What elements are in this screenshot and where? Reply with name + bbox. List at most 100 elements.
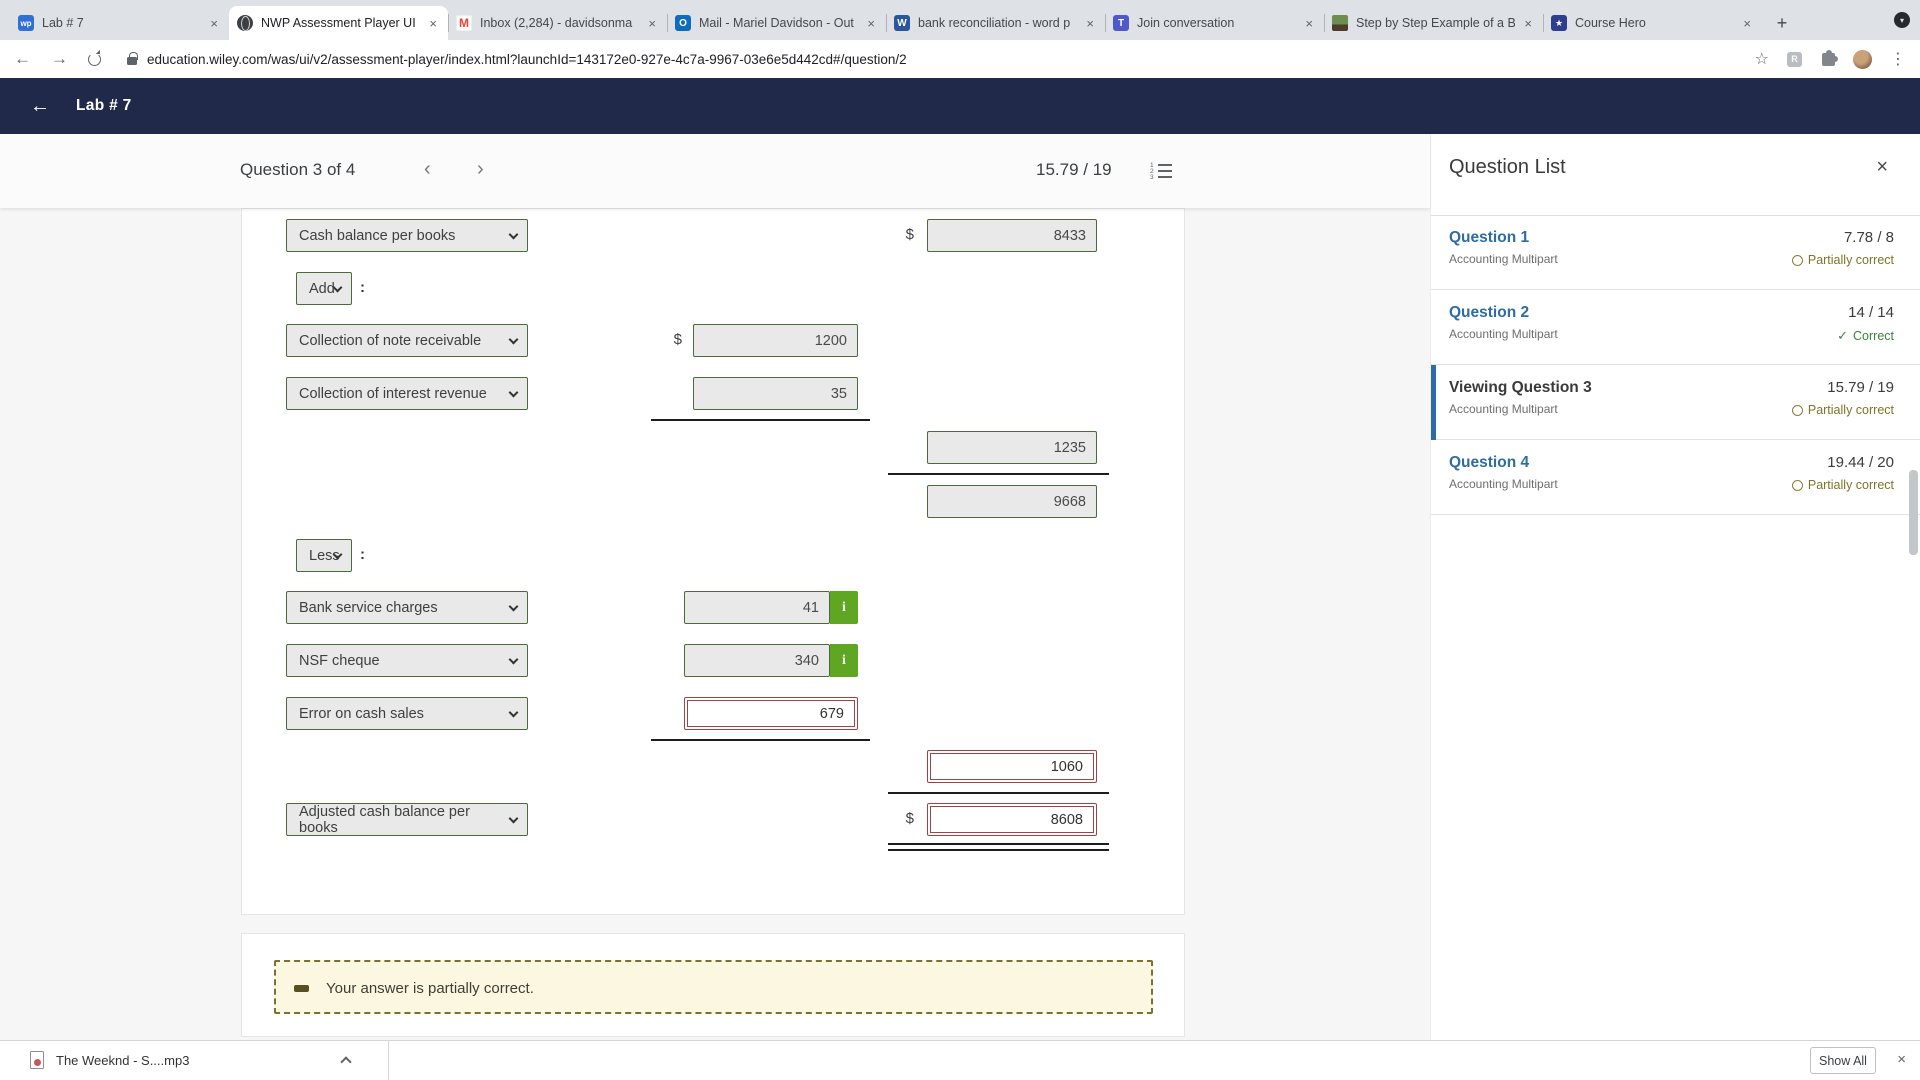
reload-icon[interactable] xyxy=(88,52,101,66)
currency-symbol: $ xyxy=(905,226,914,243)
ssl-lock-icon[interactable] xyxy=(127,52,138,65)
divider xyxy=(1431,215,1920,216)
select-label: Less xyxy=(309,547,340,564)
chevron-down-icon xyxy=(508,601,519,612)
amount-input[interactable]: 9668 xyxy=(927,485,1097,518)
tab-close-icon[interactable]: × xyxy=(648,15,656,31)
new-tab-button[interactable]: + xyxy=(1776,12,1788,33)
tab-close-icon[interactable]: × xyxy=(429,15,437,31)
question-status: Partially correct xyxy=(1791,253,1894,267)
account-select[interactable]: Error on cash sales xyxy=(286,697,528,730)
profile-avatar[interactable] xyxy=(1853,49,1872,69)
amount-input[interactable]: 679 xyxy=(684,697,858,730)
account-select[interactable]: NSF cheque xyxy=(286,644,528,677)
sum-underline xyxy=(651,419,870,421)
select-label: Adjusted cash balance per books xyxy=(299,803,470,836)
account-select[interactable]: Collection of note receivable xyxy=(286,324,528,357)
currency-symbol: $ xyxy=(905,810,914,827)
bookmark-star-icon[interactable]: ☆ xyxy=(1754,51,1769,68)
browser-tab[interactable]: T Join conversation × xyxy=(1105,6,1324,40)
downloads-close-icon[interactable]: × xyxy=(1897,1051,1906,1068)
info-button[interactable]: i xyxy=(830,591,858,624)
amount-input[interactable]: 41 xyxy=(684,591,830,624)
tab-title: Join conversation xyxy=(1137,16,1235,30)
chevron-down-icon xyxy=(508,654,519,665)
caret-down-icon: ▾ xyxy=(1899,15,1904,25)
question-title: Question 2 xyxy=(1449,304,1530,321)
select-label: Bank service charges xyxy=(299,599,438,616)
info-button[interactable]: i xyxy=(830,644,858,677)
partial-dash-icon xyxy=(294,985,309,992)
tab-title: NWP Assessment Player UI xyxy=(261,16,416,30)
chevron-up-icon[interactable] xyxy=(340,1056,352,1068)
tab-close-icon[interactable]: × xyxy=(1086,15,1094,31)
question-type: Accounting Multipart xyxy=(1449,402,1558,416)
tab-close-icon[interactable]: × xyxy=(1743,15,1751,31)
sum-underline xyxy=(888,792,1109,794)
partial-circle-icon xyxy=(1791,404,1803,416)
close-icon[interactable]: × xyxy=(1876,156,1888,178)
back-icon[interactable]: ← xyxy=(14,49,31,68)
currency-symbol: $ xyxy=(673,331,682,348)
chevron-down-icon xyxy=(508,229,519,240)
tab-close-icon[interactable]: × xyxy=(1305,15,1313,31)
tab-title: Step by Step Example of a B xyxy=(1356,16,1516,30)
forward-icon[interactable]: → xyxy=(51,49,68,68)
browser-tab[interactable]: NWP Assessment Player UI × xyxy=(229,6,448,40)
browser-tab[interactable]: Step by Step Example of a B × xyxy=(1324,6,1543,40)
select-label: Add xyxy=(309,280,335,297)
feedback-message: Your answer is partially correct. xyxy=(326,980,534,997)
tab-close-icon[interactable]: × xyxy=(867,15,875,31)
partial-circle-icon xyxy=(1791,479,1803,491)
outlook-icon: O xyxy=(675,15,691,31)
amount-input[interactable]: 1235 xyxy=(927,431,1097,464)
operation-select[interactable]: Add xyxy=(296,272,352,305)
question-list-icon[interactable]: 1 2 3 xyxy=(1150,162,1176,181)
question-type: Accounting Multipart xyxy=(1449,327,1558,341)
amount-input[interactable]: 8608 xyxy=(927,803,1097,836)
teams-icon: T xyxy=(1113,15,1129,31)
operation-select[interactable]: Less xyxy=(296,539,352,572)
account-select[interactable]: Collection of interest revenue xyxy=(286,377,528,410)
browser-menu-icon[interactable]: ⋮ xyxy=(1890,51,1906,68)
colon-label: : xyxy=(360,546,365,563)
previous-question-button[interactable]: ‹ xyxy=(424,158,431,180)
tab-search-button[interactable]: ▾ xyxy=(1894,12,1910,28)
extensions-puzzle-icon[interactable] xyxy=(1822,49,1838,66)
next-question-button[interactable]: › xyxy=(477,158,484,180)
amount-input[interactable]: 1200 xyxy=(693,324,858,357)
account-select[interactable]: Cash balance per books xyxy=(286,219,528,252)
sum-underline xyxy=(888,843,1109,851)
browser-tab[interactable]: ★Course Hero× xyxy=(1543,6,1762,40)
chevron-down-icon xyxy=(508,707,519,718)
amount-input[interactable]: 1060 xyxy=(927,750,1097,783)
account-select[interactable]: Adjusted cash balance per books xyxy=(286,803,528,836)
amount-input[interactable]: 35 xyxy=(693,377,858,410)
back-arrow-icon[interactable]: ← xyxy=(30,94,50,117)
amount-input[interactable]: 340 xyxy=(684,644,830,677)
show-all-button[interactable]: Show All xyxy=(1810,1047,1876,1074)
tab-title: bank reconciliation - word p xyxy=(918,16,1071,30)
question-score: 15.79 / 19 xyxy=(1827,379,1894,396)
extension-icon[interactable]: R xyxy=(1787,51,1802,67)
question-score: 7.78 / 8 xyxy=(1843,229,1894,246)
question-score: 19.44 / 20 xyxy=(1827,454,1894,471)
amount-input[interactable]: 8433 xyxy=(927,219,1097,252)
tab-close-icon[interactable]: × xyxy=(1524,15,1532,31)
address-bar[interactable]: education.wiley.com/was/ui/v2/assessment… xyxy=(147,51,907,67)
book-icon xyxy=(1332,15,1348,31)
downloaded-file-name[interactable]: The Weeknd - S....mp3 xyxy=(56,1053,190,1068)
page-scrollbar[interactable] xyxy=(1909,470,1918,555)
account-select[interactable]: Bank service charges xyxy=(286,591,528,624)
tab-close-icon[interactable]: × xyxy=(210,15,218,31)
